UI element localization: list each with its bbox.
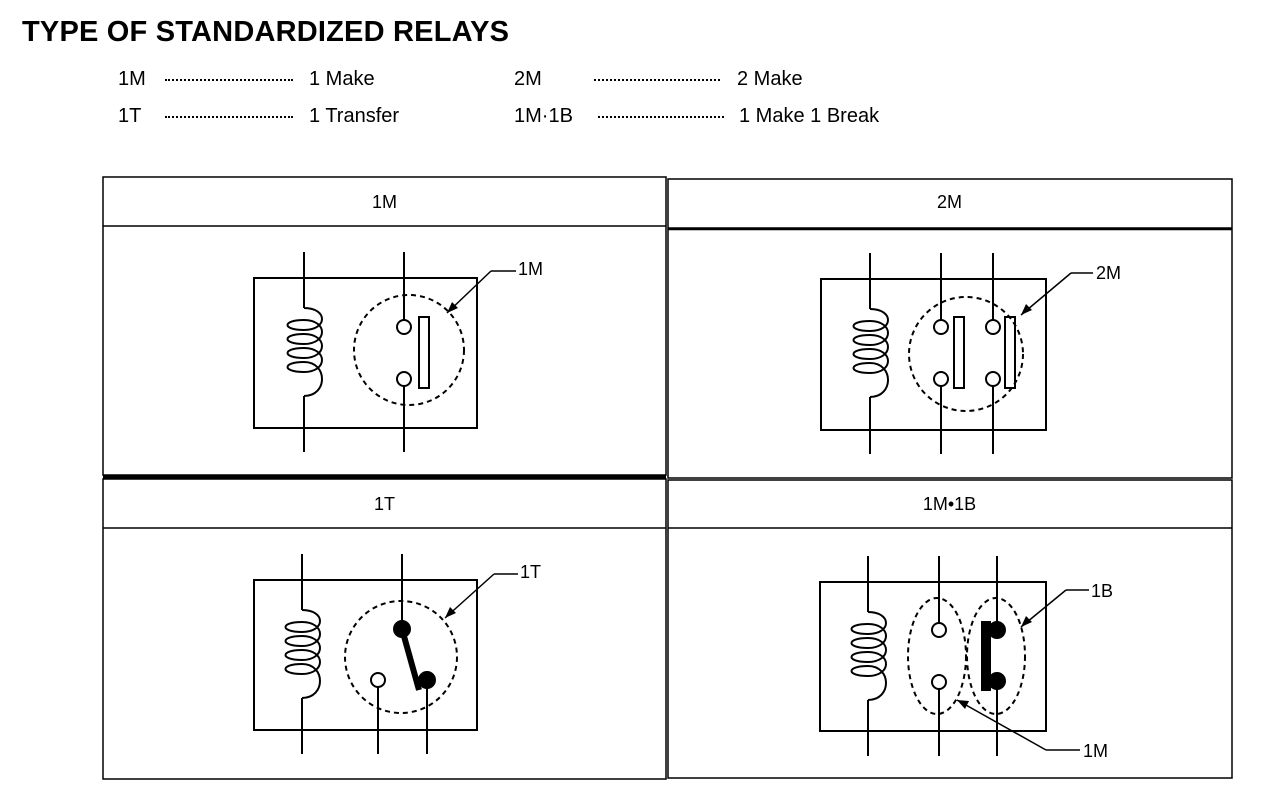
coil-icon xyxy=(850,611,887,701)
relay-2m-callout: 2M xyxy=(1096,263,1121,283)
relay-1m1b-housing xyxy=(819,581,1047,732)
page-title: TYPE OF STANDARDIZED RELAYS xyxy=(22,16,510,48)
coil-icon xyxy=(284,609,321,699)
cell-header-1m: 1M xyxy=(371,192,397,212)
legend-meaning-2m: 2 Make xyxy=(737,68,803,90)
legend-code-1t: 1T xyxy=(118,105,142,127)
coil-icon xyxy=(286,307,323,397)
legend-meaning-1m: 1 Make xyxy=(309,68,375,90)
cell-header-1m1b: 1M•1B xyxy=(922,494,977,514)
legend-leader-1m1b xyxy=(598,116,724,118)
cell-header-1t: 1T xyxy=(373,494,395,514)
legend-leader-1m xyxy=(165,79,293,81)
legend-code-1m1b: 1M·1B xyxy=(514,105,573,127)
relay-1m-housing xyxy=(253,277,478,429)
relay-1m1b-callout-1m: 1M xyxy=(1083,741,1108,761)
relay-1m-diagram xyxy=(253,252,516,452)
relay-2m-housing xyxy=(820,278,1047,431)
relay-1t-housing xyxy=(253,579,478,731)
legend-code-1m: 1M xyxy=(118,68,146,90)
legend-leader-2m xyxy=(594,79,720,81)
legend-meaning-1m1b: 1 Make 1 Break xyxy=(739,105,880,127)
relay-1t-callout: 1T xyxy=(520,562,541,582)
relay-1t-diagram xyxy=(253,554,518,754)
legend-leader-1t xyxy=(165,116,293,118)
relay-1m-callout: 1M xyxy=(518,259,543,279)
legend-meaning-1t: 1 Transfer xyxy=(309,105,400,127)
coil-icon xyxy=(852,308,889,398)
relay-1m1b-callout-1b: 1B xyxy=(1091,581,1113,601)
cell-header-2m: 2M xyxy=(936,192,962,212)
legend-code-2m: 2M xyxy=(514,68,542,90)
relay-2m-diagram xyxy=(820,253,1093,454)
relay-1m1b-diagram xyxy=(819,556,1089,756)
